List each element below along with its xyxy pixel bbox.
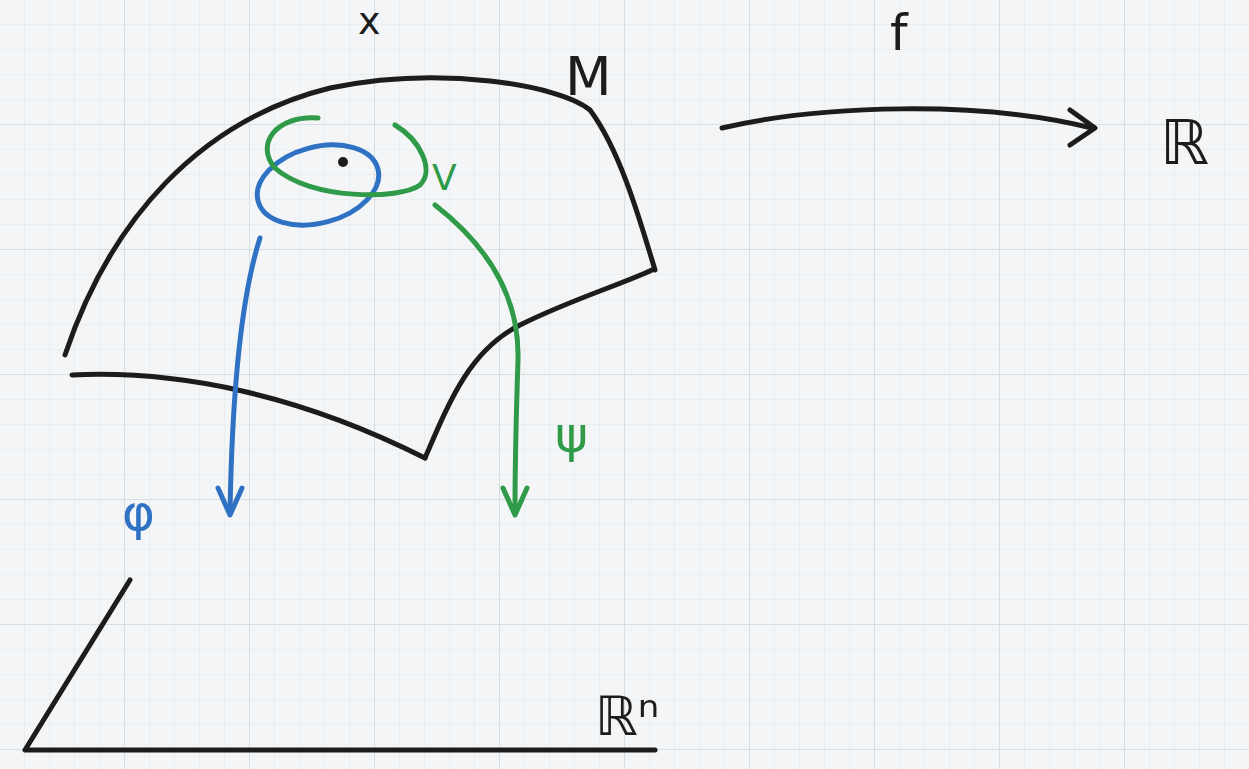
chart-domain-name: V: [432, 160, 457, 196]
euclidean-space-name: ℝⁿ: [595, 690, 659, 744]
target-space-name: ℝ: [1160, 112, 1209, 174]
manifold-name: M: [565, 50, 612, 104]
point-name: x: [358, 2, 381, 40]
chart-map-name: φ: [122, 488, 155, 538]
function-name: f: [890, 8, 908, 58]
chart-map-name: ψ: [555, 410, 588, 460]
